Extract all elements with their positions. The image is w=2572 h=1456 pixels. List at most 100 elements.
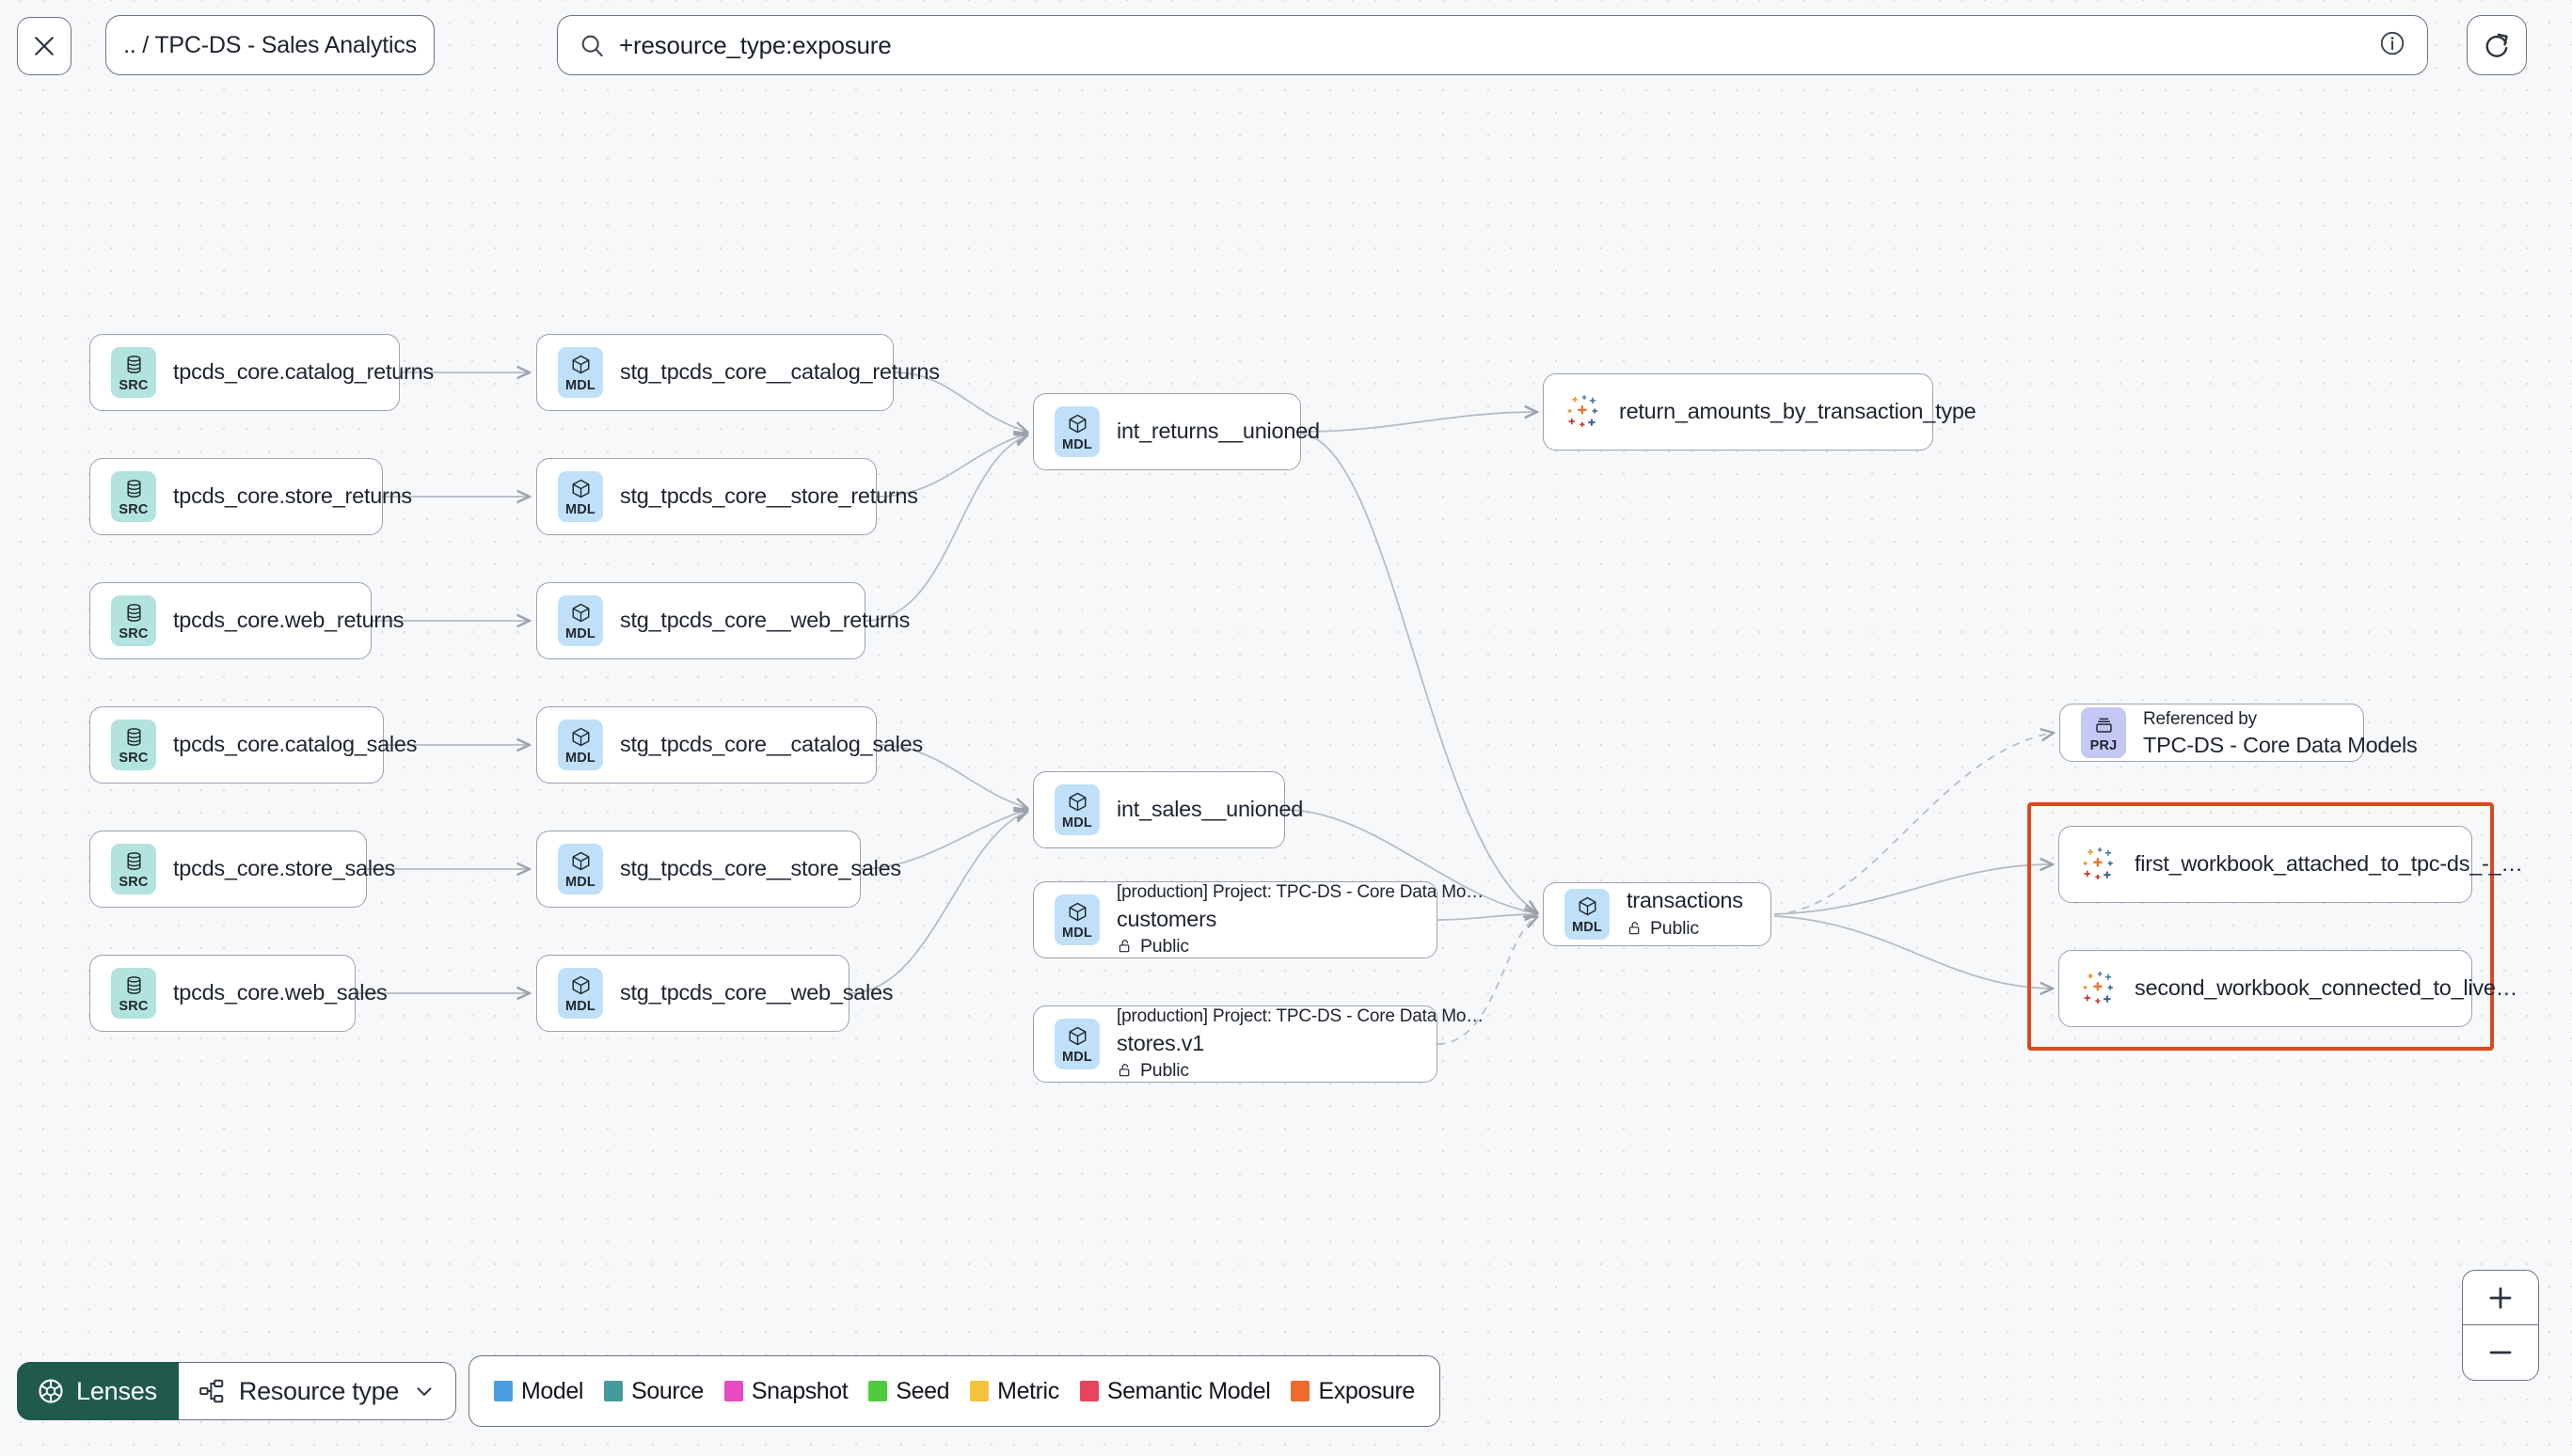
node-text: first_workbook_attached_to_tpc-ds_-_… [2135, 850, 2523, 878]
database-icon [123, 477, 145, 501]
database-icon [123, 973, 145, 998]
database-icon [126, 356, 141, 374]
node-text: int_sales__unioned [1117, 796, 1303, 823]
node-text: tpcds_core.web_sales [173, 979, 388, 1006]
legend-item-exposure[interactable]: Exposure [1291, 1377, 1415, 1405]
node-label: stores.v1 [1117, 1030, 1205, 1055]
legend-item-snapshot[interactable]: Snapshot [723, 1377, 849, 1405]
tableau-icon [2083, 972, 2113, 1004]
node-type-code: MDL [1061, 1049, 1092, 1065]
node-access-label: Public [1650, 917, 1699, 939]
cube-icon [1067, 900, 1088, 925]
zoom-controls [2462, 1270, 2539, 1381]
exposure-tableau-icon [2080, 846, 2118, 883]
minus-icon [2489, 1351, 2512, 1354]
node-text: stg_tpcds_core__store_returns [620, 483, 918, 510]
node-type-badge-mdl: MDL [1055, 406, 1100, 457]
legend-item-metric[interactable]: Metric [970, 1378, 1059, 1405]
node-type-code: SRC [119, 625, 149, 641]
legend-label: Seed [896, 1377, 950, 1404]
node-type-badge-mdl: MDL [558, 347, 603, 398]
resource-type-dropdown[interactable]: Resource type [178, 1362, 457, 1420]
node-type-code: MDL [1061, 925, 1092, 941]
refresh-button[interactable] [2467, 15, 2527, 75]
node-type-code: MDL [564, 998, 595, 1014]
node-type-code: MDL [1571, 919, 1602, 935]
exposure-tableau-icon [2080, 970, 2118, 1007]
node-text: tpcds_core.store_sales [173, 855, 395, 882]
node-text: second_workbook_connected_to_live… [2135, 974, 2517, 1002]
cube-icon [1069, 793, 1086, 812]
search-input[interactable] [619, 30, 2378, 60]
node-label: stg_tpcds_core__store_returns [620, 483, 918, 509]
tableau-icon [1567, 395, 1597, 427]
node-label: tpcds_core.web_returns [173, 608, 405, 633]
graph-node-mdl_customers[interactable]: MDL[production] Project: TPC-DS - Core D… [1033, 881, 1484, 958]
graph-node-int_returns_unioned[interactable]: MDL int_returns__unioned [1033, 393, 1320, 470]
graph-node-src_web_returns[interactable]: SRC tpcds_core.web_returns [89, 582, 405, 659]
node-text: tpcds_core.catalog_returns [173, 358, 434, 386]
node-label: first_workbook_attached_to_tpc-ds_-_… [2135, 851, 2523, 877]
legend-item-model[interactable]: Model [494, 1378, 583, 1405]
unlock-icon [1627, 920, 1643, 937]
node-relation-label: Referenced by [2143, 708, 2257, 729]
info-icon[interactable] [2378, 29, 2406, 62]
node-type-code: SRC [119, 501, 149, 517]
database-icon [123, 725, 145, 750]
node-text: stg_tpcds_core__web_returns [620, 607, 910, 634]
close-button[interactable] [17, 17, 71, 75]
zoom-out-button[interactable] [2463, 1325, 2538, 1380]
legend-label: Exposure [1318, 1377, 1415, 1404]
graph-node-expo_first_workbook[interactable]: first_workbook_attached_to_tpc-ds_-_… [2058, 826, 2523, 903]
cube-icon [1579, 897, 1596, 916]
node-access-badge: Public [1627, 915, 1743, 942]
close-icon [35, 37, 54, 55]
graph-node-src_store_sales[interactable]: SRC tpcds_core.store_sales [89, 831, 395, 908]
graph-node-expo_second_workbook[interactable]: second_workbook_connected_to_live… [2058, 950, 2517, 1027]
graph-node-int_sales_unioned[interactable]: MDL int_sales__unioned [1033, 771, 1303, 848]
legend-swatch [868, 1381, 888, 1401]
legend-label: Snapshot [751, 1377, 849, 1404]
cube-icon [570, 601, 592, 625]
graph-node-return_amounts[interactable]: return_amounts_by_transaction_type [1543, 373, 1977, 451]
breadcrumb[interactable]: .. / TPC-DS - Sales Analytics [105, 15, 435, 75]
unlock-icon [1117, 1062, 1134, 1079]
node-type-badge-src: SRC [111, 844, 156, 894]
lenses-button[interactable]: Lenses [17, 1362, 179, 1420]
cube-icon [570, 973, 592, 998]
search-bar[interactable] [557, 15, 2428, 75]
graph-node-mdl_stores_v1[interactable]: MDL[production] Project: TPC-DS - Core D… [1033, 1005, 1484, 1083]
legend-item-semantic-model[interactable]: Semantic Model [1079, 1378, 1271, 1405]
cube-icon [1067, 412, 1088, 436]
node-label: int_returns__unioned [1117, 419, 1320, 444]
node-text: int_returns__unioned [1117, 418, 1320, 445]
node-access-label: Public [1140, 936, 1189, 957]
node-type-badge-mdl: MDL [558, 844, 603, 894]
node-type-badge-src: SRC [111, 595, 156, 646]
graph-node-stg_store_returns[interactable]: MDL stg_tpcds_core__store_returns [536, 458, 918, 535]
legend-label: Model [521, 1377, 584, 1404]
legend-item-seed[interactable]: Seed [868, 1377, 950, 1405]
bottom-controls: Lenses Resource type [17, 1362, 457, 1420]
cube-icon [572, 604, 589, 623]
zoom-in-button[interactable] [2463, 1271, 2538, 1325]
node-type-badge-prj: PRJ [2081, 707, 2126, 758]
node-type-code: MDL [564, 501, 595, 517]
legend-item-source[interactable]: Source [604, 1378, 704, 1405]
node-access-badge: Public [1117, 1057, 1484, 1084]
database-icon [126, 728, 141, 747]
node-label: tpcds_core.catalog_returns [173, 359, 434, 385]
node-type-badge-mdl: MDL [1055, 784, 1100, 835]
